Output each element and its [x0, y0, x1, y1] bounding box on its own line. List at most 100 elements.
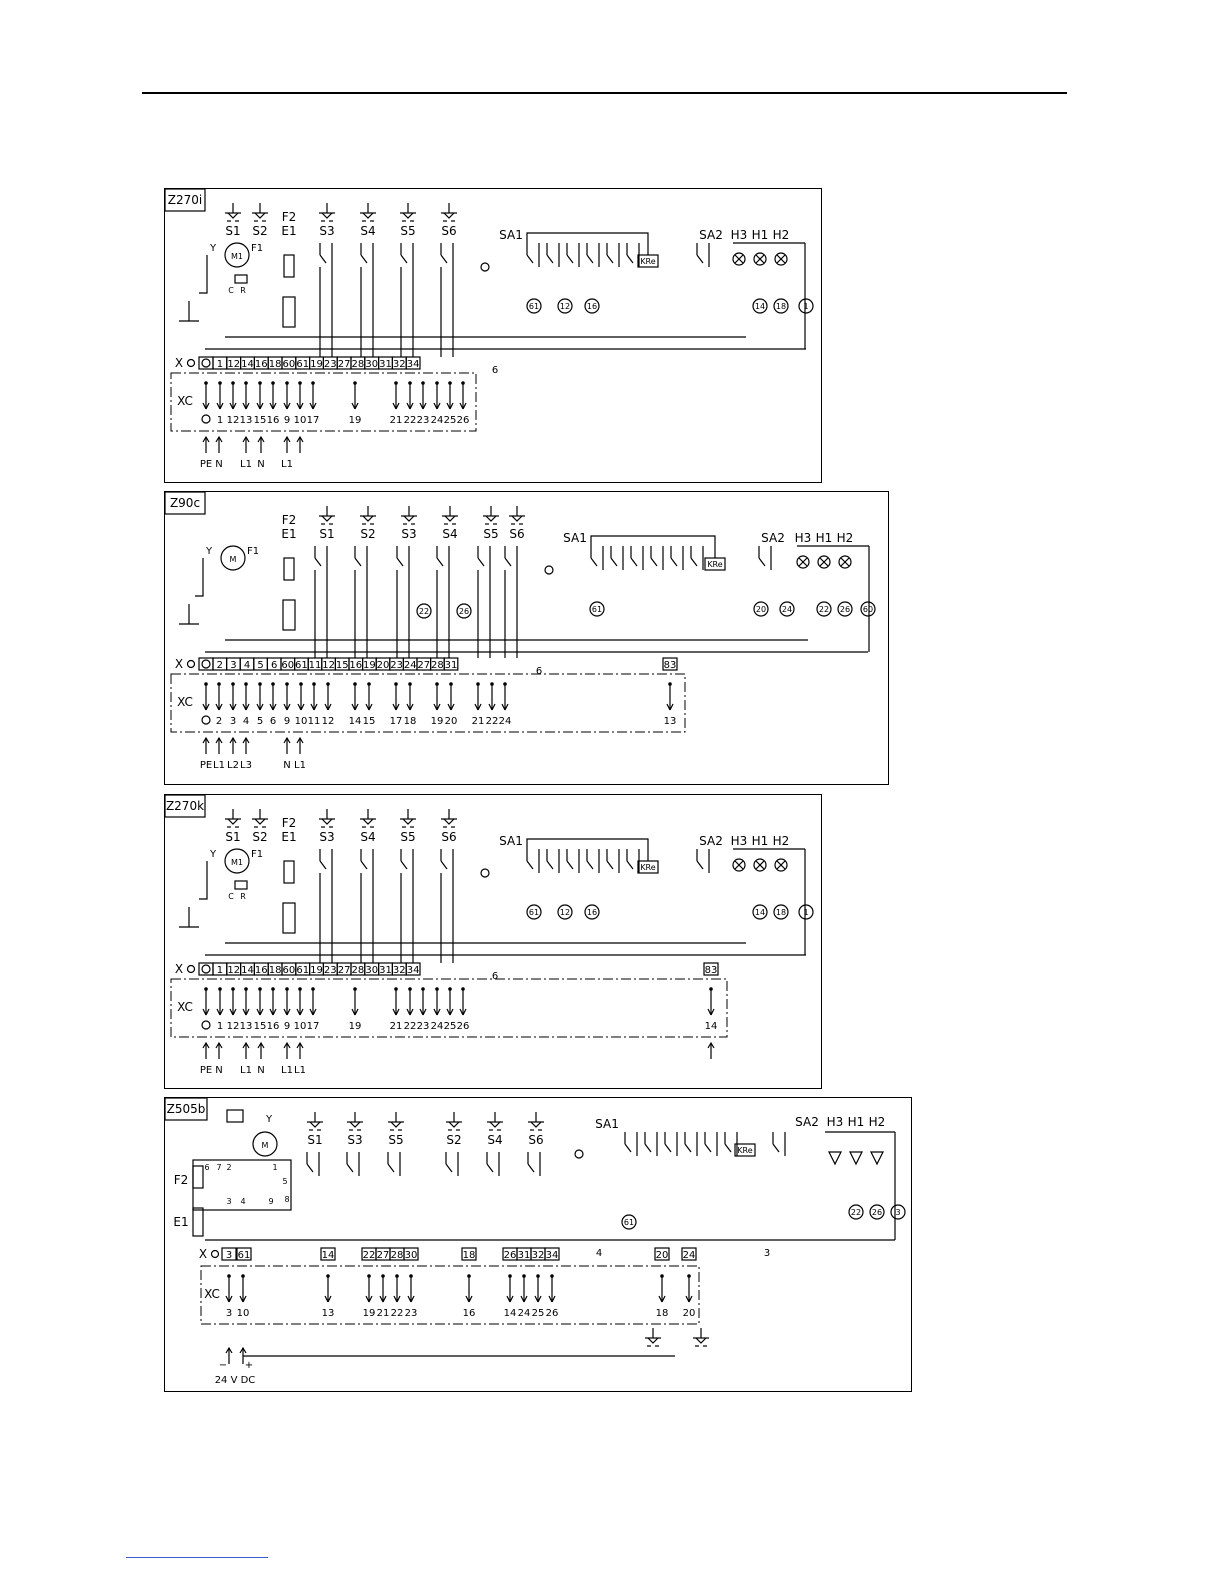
pin-stroke: [259, 703, 264, 711]
switch-contact: [440, 254, 448, 264]
switch-contact: [626, 254, 634, 264]
pin-stroke: [661, 1295, 666, 1303]
motor-label: M: [230, 555, 237, 564]
x-terminal: 16: [349, 660, 362, 671]
x-terminal: 20: [656, 1250, 669, 1261]
heater-label-e1: E1: [281, 527, 296, 541]
connector-pin: [256, 383, 264, 410]
switch-symbol-s6: [441, 203, 457, 222]
connector-pin: [406, 383, 414, 410]
switch-symbol-s1: [319, 506, 335, 525]
pin-head: [227, 1274, 231, 1278]
x-terminal: 61: [296, 965, 309, 976]
switch-contact: [400, 860, 408, 870]
xc-terminal: 24: [518, 1308, 531, 1319]
pin-stroke: [242, 1295, 247, 1303]
pin-head: [231, 381, 235, 385]
strip-label-x: X: [199, 1247, 207, 1261]
switch-contact: [696, 254, 704, 264]
pin-stroke: [219, 1008, 224, 1016]
pin-stroke: [228, 1295, 233, 1303]
x-terminal: 3: [226, 1250, 232, 1261]
switch-contact: [440, 860, 448, 870]
pin-head: [353, 987, 357, 991]
pin-stroke: [259, 402, 264, 410]
supply-label: PE: [200, 1065, 212, 1076]
lamp-cross: [819, 557, 829, 567]
pin-stroke: [232, 703, 237, 711]
symbol-stroke: [321, 212, 333, 219]
pin-head: [503, 682, 507, 686]
pin-stroke: [407, 1295, 412, 1303]
terminal-ref-circle: [526, 904, 542, 920]
terminal-ref-circle: [416, 603, 432, 619]
pin-stroke: [272, 1008, 277, 1016]
pin-stroke: [509, 1295, 514, 1303]
terminal-ref-circle: [869, 1204, 885, 1220]
symbol-stroke: [362, 515, 374, 522]
terminal-ref-circle: [621, 1214, 637, 1230]
relay-pin: 6: [204, 1163, 209, 1172]
switch-label-s3: S3: [319, 224, 334, 238]
switch-label-s1: S1: [319, 527, 334, 541]
terminal-ref-circle: [816, 601, 832, 617]
terminal-ref-circle: [557, 904, 573, 920]
switch-label-s4: S4: [487, 1133, 502, 1147]
x-terminal: 14: [322, 1250, 335, 1261]
relay-kre: [704, 557, 726, 571]
pin-stroke: [256, 703, 261, 711]
terminal-ref-circle: [860, 601, 876, 617]
supply-label-negative: −: [219, 1360, 227, 1371]
ground-terminal-icon: [186, 659, 196, 669]
connector-pin: [242, 684, 250, 711]
switch-label-s2: S2: [252, 224, 267, 238]
switch-symbol-s6: [528, 1112, 544, 1131]
switch-contact: [586, 254, 594, 264]
arrow-head: [215, 1041, 223, 1049]
motor-m: [224, 848, 250, 874]
switch-contact: [606, 860, 614, 870]
switch-contact: [704, 1143, 712, 1153]
x-terminal: 28: [431, 660, 444, 671]
pin-head: [449, 682, 453, 686]
pin-head: [435, 987, 439, 991]
terminal-ref-circle: [557, 298, 573, 314]
connector-pin: [225, 1276, 233, 1303]
arrow-head: [202, 736, 210, 744]
switch-contact: [684, 1143, 692, 1153]
supply-label: N: [215, 459, 222, 470]
switch-contact: [624, 1143, 632, 1153]
pin-stroke: [309, 402, 314, 410]
motor-m: [252, 1131, 278, 1157]
strip-label-x: X: [175, 962, 183, 976]
arrow-head: [283, 1041, 291, 1049]
xc-terminal: 22: [391, 1308, 404, 1319]
relay-pin: 8: [284, 1195, 289, 1204]
footer-link-underline: [126, 1557, 268, 1558]
terminal-ref-circle: [526, 298, 542, 314]
relay-label-kre: KRe: [707, 560, 722, 569]
switch-label-s2: S2: [360, 527, 375, 541]
pin-stroke: [474, 703, 479, 711]
connector-pin: [407, 1276, 415, 1303]
xc-terminal: 14: [349, 716, 362, 727]
xc-terminal: 19: [349, 415, 362, 426]
connector-pin: [296, 989, 304, 1016]
pin-stroke: [272, 402, 277, 410]
switch-label-s3: S3: [401, 527, 416, 541]
pin-stroke: [239, 1295, 244, 1303]
pin-stroke: [395, 1008, 400, 1016]
terminal-ref-circle: [589, 601, 605, 617]
connector-pin: [324, 1276, 332, 1303]
xc-terminal: 24: [431, 1021, 444, 1032]
connector-pin: [666, 684, 674, 711]
x-terminal: 34: [407, 965, 420, 976]
lamp-label-h2: H2: [869, 1115, 886, 1129]
pin-stroke: [242, 1008, 247, 1016]
heater-label-e1: E1: [281, 830, 296, 844]
x-terminal: 22: [363, 1250, 376, 1261]
lamp-cross: [798, 557, 808, 567]
switch-contact: [504, 557, 512, 567]
terminal-ref-61: 61: [529, 908, 539, 917]
led-symbol-h1: [849, 1151, 863, 1166]
